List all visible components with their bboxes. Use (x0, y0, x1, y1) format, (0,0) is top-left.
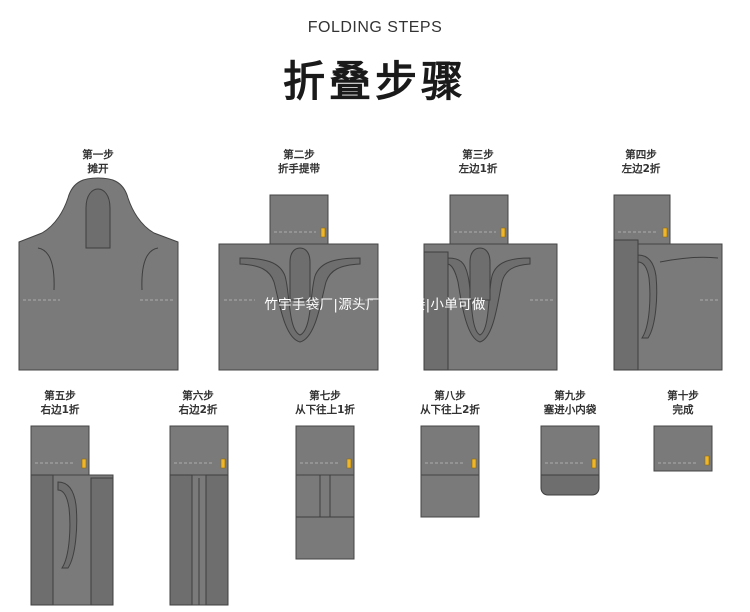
step-4-illustration (613, 194, 723, 371)
watermark-text: 竹宇手袋厂|源头厂家 可接|小单可做 (264, 297, 486, 313)
step-1-label: 第一步 摊开 (82, 148, 114, 176)
step-6-number: 第六步 (182, 390, 214, 402)
step-6-label: 第六步 右边2折 (179, 389, 218, 417)
step-8-desc: 从下往上2折 (420, 404, 480, 416)
step-6-desc: 右边2折 (178, 404, 218, 416)
step-10-illustration (653, 425, 713, 472)
step-4-number: 第四步 (625, 149, 657, 161)
step-9-illustration (540, 425, 600, 496)
step-9-label: 第九步 塞进小内袋 (544, 389, 597, 417)
step-6-illustration (169, 425, 229, 606)
step-2-number: 第二步 (283, 149, 315, 161)
step-5-label: 第五步 右边1折 (41, 389, 80, 417)
step-10-number: 第十步 (667, 390, 699, 402)
step-8-number: 第八步 (434, 390, 466, 402)
subtitle: FOLDING STEPS (307, 19, 443, 36)
step-3-label: 第三步 左边1折 (459, 148, 498, 176)
step-10-label: 第十步 完成 (667, 389, 699, 417)
step-3-number: 第三步 (462, 149, 494, 161)
step-5-number: 第五步 (44, 390, 76, 402)
step-2-desc: 折手提带 (278, 163, 320, 175)
step-3-desc: 左边1折 (458, 163, 498, 175)
step-10-desc: 完成 (672, 404, 694, 416)
step-4-label: 第四步 左边2折 (622, 148, 661, 176)
step-7-illustration (295, 425, 355, 560)
step-2-label: 第二步 折手提带 (278, 148, 320, 176)
step-5-illustration (30, 425, 114, 606)
step-4-desc: 左边2折 (621, 163, 661, 175)
step-8-label: 第八步 从下往上2折 (420, 389, 480, 417)
step-1-number: 第一步 (82, 149, 114, 161)
step-7-label: 第七步 从下往上1折 (295, 389, 355, 417)
step-7-number: 第七步 (309, 390, 341, 402)
step-7-desc: 从下往上1折 (295, 404, 355, 416)
page-title: 折叠步骤 (282, 57, 467, 106)
step-5-desc: 右边1折 (40, 404, 80, 416)
step-3-illustration (423, 194, 558, 371)
step-9-desc: 塞进小内袋 (543, 404, 597, 416)
step-1-desc: 摊开 (87, 163, 109, 175)
step-1-illustration (18, 177, 179, 371)
step-8-illustration (420, 425, 480, 518)
step-9-number: 第九步 (554, 390, 586, 402)
step-2-illustration (218, 194, 379, 371)
